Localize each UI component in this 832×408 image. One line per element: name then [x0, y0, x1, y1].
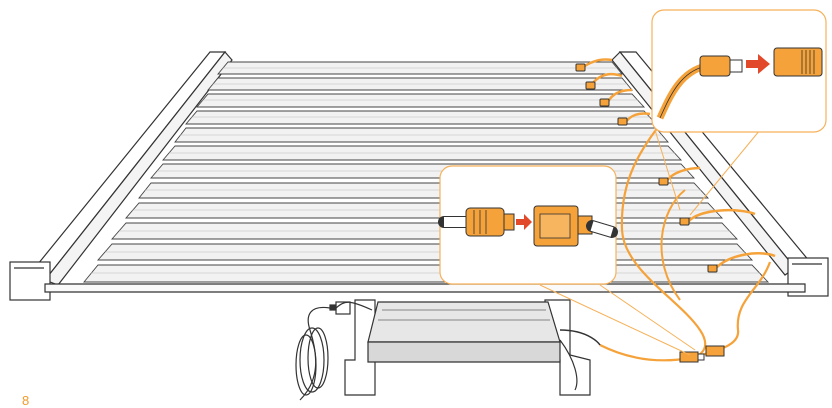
driver-body: [367, 301, 561, 343]
power-driver: [295, 299, 601, 401]
bottom-cross-bar: [44, 283, 806, 293]
callout-leaders: [539, 129, 761, 356]
bar-cable-pigtails: [575, 58, 776, 273]
top-right-connector-detail: [651, 9, 827, 133]
right-arrow-icon: [516, 214, 532, 230]
step-number: 8: [22, 393, 30, 408]
driver-bracket-left: [344, 299, 376, 396]
power-cord-coil: [295, 301, 373, 401]
right-arrow-icon: [746, 54, 770, 74]
center-connector-detail: [438, 165, 618, 285]
harness-splice-connectors: [679, 345, 725, 363]
